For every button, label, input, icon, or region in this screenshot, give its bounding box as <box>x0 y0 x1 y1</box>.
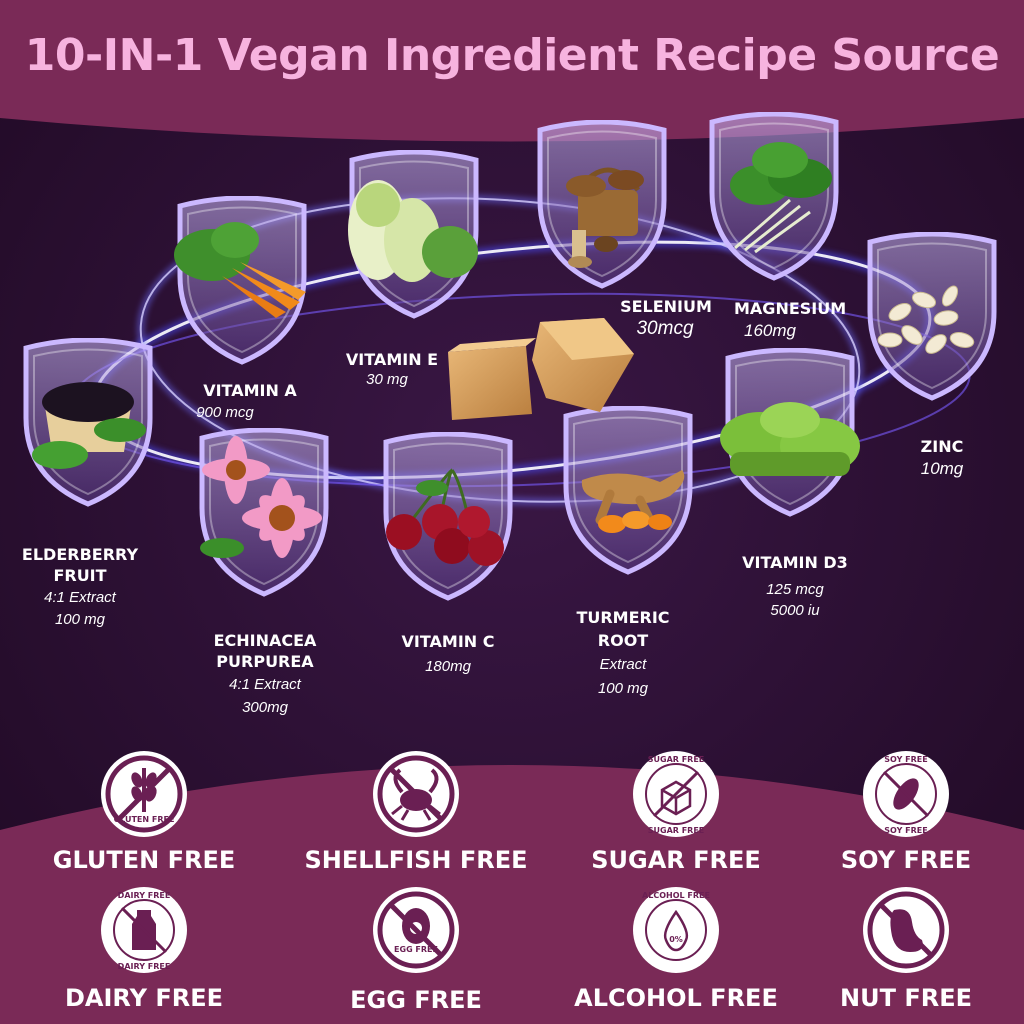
ingredient-dose: 30mcg <box>636 318 694 339</box>
ingredient-dose-line2: 5000 iu <box>770 602 820 619</box>
ingredient-dose-line1: 4:1 Extract <box>229 676 301 693</box>
ingredient-dose: 30 mg <box>366 371 408 388</box>
alcohol-free-icon: 0% ALCOHOL FREE <box>633 887 719 973</box>
moss-icon <box>720 402 860 476</box>
turmeric-root-icon <box>581 470 685 533</box>
ingredient-dose: 900 mcg <box>196 404 254 421</box>
ingredient-dose-line1: 125 mcg <box>766 581 824 598</box>
ingredient-name: VITAMIN D3 <box>742 553 848 572</box>
badge-egg-free: EGG FREE <box>350 986 482 1014</box>
ingredient-dose: 160mg <box>744 321 796 340</box>
badge-nut-free: NUT FREE <box>840 984 972 1012</box>
spinach-icon <box>730 142 832 254</box>
ingredient-name: VITAMIN A <box>203 381 297 400</box>
ingredient-dose-line2: 100 mg <box>54 611 106 628</box>
badge-sugar-free: SUGAR FREE <box>591 846 761 874</box>
badge-soy-free: SOY FREE <box>840 846 972 874</box>
ingredient-name-line1: ELDERBERRY <box>21 545 139 564</box>
badge-alcohol-free: ALCOHOL FREE <box>574 984 778 1012</box>
alcohol-percent: 0% <box>669 935 683 944</box>
ingredient-name: ZINC <box>920 437 964 456</box>
ingredient-dose: 180mg <box>425 658 471 675</box>
ingredient-name: MAGNESIUM <box>734 299 847 318</box>
ingredient-name-line2: FRUIT <box>53 566 107 585</box>
dairy-free-icon: DAIRY FREE DAIRY FREE <box>101 887 187 973</box>
gummy-cubes <box>448 318 634 420</box>
egg-free-icon-text: EGG FREE <box>394 945 438 954</box>
egg-free-icon: EGG FREE <box>373 887 459 973</box>
ingredient-name-line1: TURMERIC <box>576 608 670 627</box>
cabbage-icon <box>348 180 478 282</box>
alcohol-free-icon-text: ALCOHOL FREE <box>642 891 710 900</box>
dairy-free-icon-text-bottom: DAIRY FREE <box>118 962 171 971</box>
ingredient-dose-line1: 4:1 Extract <box>44 589 116 606</box>
pumpkin-seeds-icon <box>877 285 975 354</box>
page-title: 10-IN-1 Vegan Ingredient Recipe Source <box>24 30 1000 81</box>
sugar-free-icon: SUGAR FREE SUGAR FREE <box>633 751 719 837</box>
badge-shellfish-free: SHELLFISH FREE <box>304 846 528 874</box>
ingredient-dose-line1: Extract <box>599 656 647 673</box>
coneflower-icon <box>200 436 322 558</box>
elderberry-basket-icon <box>32 382 146 469</box>
ingredient-dose-line2: 100 mg <box>597 680 649 697</box>
ingredient-name: VITAMIN E <box>345 350 439 369</box>
soy-free-icon: SOY FREE SOY FREE <box>863 751 949 837</box>
mushroom-basket-icon <box>566 167 644 268</box>
ingredient-name-line2: PURPUREA <box>216 652 314 671</box>
sugar-free-icon-text-bottom: SUGAR FREE <box>648 826 705 835</box>
soy-free-icon-text-top: SOY FREE <box>884 755 927 764</box>
ingredient-dose: 10mg <box>920 459 964 478</box>
ingredient-dose-line2: 300mg <box>242 699 288 716</box>
badge-icons: GLUTEN FREE SUGAR FREE SUGAR FREE <box>101 751 949 973</box>
badge-gluten-free: GLUTEN FREE <box>52 846 236 874</box>
shellfish-free-icon <box>373 751 459 837</box>
gluten-free-icon-text: GLUTEN FREE <box>114 815 175 824</box>
ingredient-name: SELENIUM <box>620 297 712 316</box>
ingredient-name: VITAMIN C <box>401 632 495 651</box>
cherries-icon <box>386 468 504 566</box>
carrot-icon <box>174 222 306 318</box>
ingredient-name-line1: ECHINACEA <box>213 631 317 650</box>
nut-free-icon <box>863 887 949 973</box>
badge-dairy-free: DAIRY FREE <box>65 984 223 1012</box>
soy-free-icon-text-bottom: SOY FREE <box>884 826 927 835</box>
dairy-free-icon-text-top: DAIRY FREE <box>118 891 171 900</box>
gluten-free-icon: GLUTEN FREE <box>101 751 187 837</box>
ingredient-name-line2: ROOT <box>597 631 649 650</box>
sugar-free-icon-text-top: SUGAR FREE <box>648 755 705 764</box>
